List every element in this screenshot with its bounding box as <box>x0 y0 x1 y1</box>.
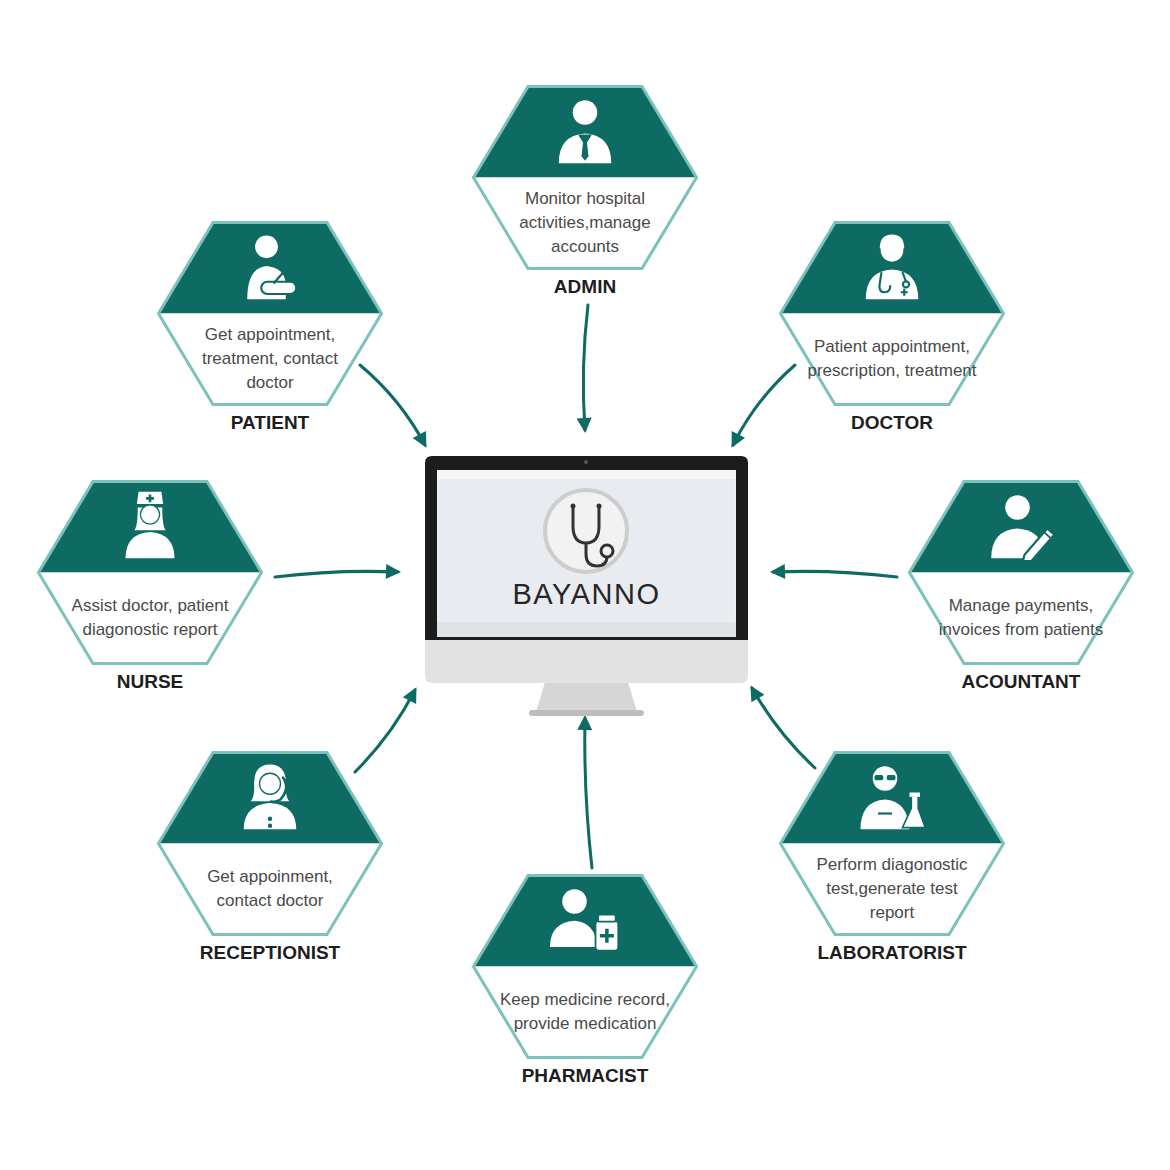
role-hexagon: Patient appointment, prescription, treat… <box>779 221 1005 406</box>
monitor-screen <box>437 470 736 637</box>
hexagon-outline <box>781 753 1004 935</box>
hexagon-bottom <box>159 314 382 405</box>
hexagon-top <box>159 223 382 314</box>
logo-circle <box>545 490 627 572</box>
flow-arrow <box>275 571 398 577</box>
browser-footer <box>437 622 736 637</box>
role-icon <box>991 495 1054 562</box>
flow-arrow <box>355 690 415 772</box>
stethoscope-chest <box>601 545 613 557</box>
role-hexagon: Keep medicine record, provide medication… <box>472 874 698 1059</box>
role-label: PATIENT <box>97 412 443 434</box>
brand-name: BAYANNO <box>425 577 748 611</box>
hexagon-outline <box>910 482 1133 664</box>
hexagon-outline <box>159 753 382 935</box>
role-icon <box>866 235 919 300</box>
role-label: ADMIN <box>412 276 758 298</box>
hexagon-bottom <box>910 573 1133 664</box>
hexagon-top <box>39 482 262 573</box>
hexagon-bottom <box>159 844 382 935</box>
role-label: DOCTOR <box>719 412 1065 434</box>
role-description: Get appoinment, contact doctor <box>184 865 356 913</box>
flow-arrow <box>752 688 815 768</box>
monitor-chin <box>425 640 748 683</box>
role-label: LABORATORIST <box>719 942 1065 964</box>
hexagon-outline <box>781 223 1004 405</box>
stethoscope-ear <box>571 504 576 509</box>
role-icon <box>559 100 612 163</box>
hexagon-top <box>910 482 1133 573</box>
flow-arrow <box>585 718 592 868</box>
role-icon <box>247 235 296 299</box>
hexagon-top <box>781 223 1004 314</box>
monitor-stand <box>536 682 637 712</box>
hexagon-outline <box>159 223 382 405</box>
role-icon <box>550 889 618 950</box>
monitor-camera <box>584 460 588 464</box>
role-icon <box>126 492 175 559</box>
hexagon-outline <box>474 87 697 269</box>
role-label: NURSE <box>0 671 323 693</box>
hexagon-outline <box>39 482 262 664</box>
hexagon-bottom <box>474 967 697 1058</box>
role-hexagon: Assist doctor, patient diagonostic repor… <box>37 480 263 665</box>
flow-arrow <box>733 365 795 445</box>
role-description: Perform diagonostic test,generate test r… <box>806 853 978 925</box>
role-description: Get appointment, treatment, contact doct… <box>184 323 356 395</box>
hexagon-top <box>474 876 697 967</box>
stethoscope-ear <box>597 504 602 509</box>
hexagon-bottom <box>474 178 697 269</box>
role-hexagon: Monitor hospital activities,manage accou… <box>472 85 698 270</box>
role-hexagon: Get appointment, treatment, contact doct… <box>157 221 383 406</box>
hexagon-outline <box>474 876 697 1058</box>
flow-arrow <box>360 365 425 445</box>
role-hexagon: Perform diagonostic test,generate test r… <box>779 751 1005 936</box>
hexagon-top <box>781 753 1004 844</box>
monitor-base <box>529 710 644 716</box>
role-description: Assist doctor, patient diagonostic repor… <box>64 594 236 642</box>
hexagon-bottom <box>781 314 1004 405</box>
flow-arrow <box>773 571 897 577</box>
hexagon-top <box>474 87 697 178</box>
role-description: Monitor hospital activities,manage accou… <box>499 187 671 259</box>
role-label: PHARMACIST <box>412 1065 758 1087</box>
hexagon-bottom <box>781 844 1004 935</box>
monitor-bezel <box>425 456 748 640</box>
role-hexagon: Manage payments, invoices from patientsA… <box>908 480 1134 665</box>
hexagon-bottom <box>39 573 262 664</box>
role-description: Keep medicine record, provide medication <box>499 988 671 1036</box>
role-description: Manage payments, invoices from patients <box>935 594 1107 642</box>
role-icon <box>244 765 297 830</box>
monitor-node: BAYANNO <box>425 456 748 718</box>
role-description: Patient appointment, prescription, treat… <box>806 335 978 383</box>
role-label: RECEPTIONIST <box>97 942 443 964</box>
role-hexagon: Get appoinment, contact doctorRECEPTIONI… <box>157 751 383 936</box>
role-icon <box>861 766 926 829</box>
hexagon-top <box>159 753 382 844</box>
role-label: ACOUNTANT <box>848 671 1170 693</box>
flow-arrow <box>583 305 588 430</box>
stethoscope <box>573 508 599 543</box>
browser-bar <box>437 470 736 479</box>
